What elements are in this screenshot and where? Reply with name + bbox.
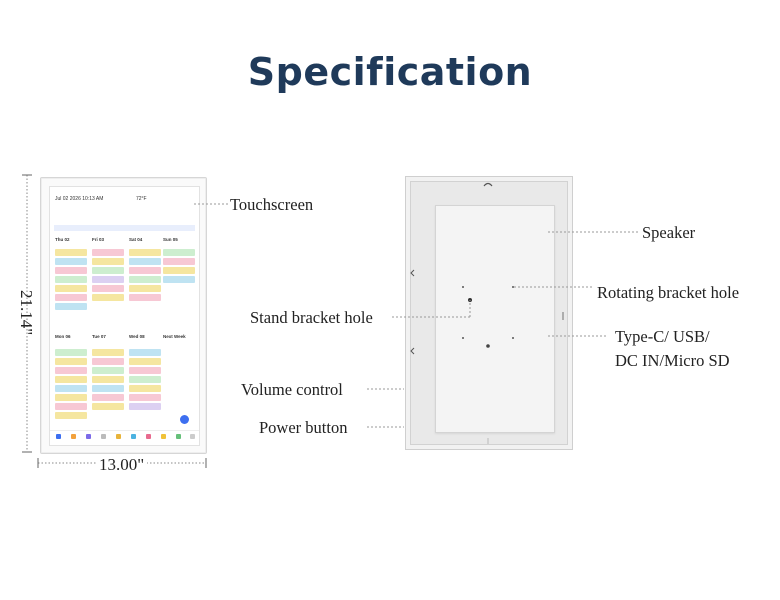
power-button-label: Power button: [259, 418, 348, 437]
nav-sleep-icon: [176, 434, 181, 439]
screen-event: [92, 385, 124, 392]
screen-event: [55, 267, 87, 274]
bracket-hole: [512, 337, 514, 339]
screen-event: [92, 276, 124, 283]
screen-event: [129, 258, 161, 265]
screen-event: [92, 285, 124, 292]
screen-event: [129, 394, 161, 401]
screen-event: [55, 394, 87, 401]
screen-event: [55, 294, 87, 301]
nav-lists-icon: [131, 434, 136, 439]
screen-event: [129, 285, 161, 292]
screen-day-header: Fri 03: [92, 237, 105, 242]
screen-event: [92, 394, 124, 401]
screen-event: [55, 249, 87, 256]
screen-event: [55, 385, 87, 392]
screen-day-header: Sat 04: [129, 237, 143, 242]
touchscreen-display: Jul 02 2026 10:13 AM 72°F Thu 02 Fri 03 …: [49, 186, 200, 446]
back-frame: [410, 181, 568, 445]
screen-event: [163, 267, 195, 274]
screen-event: [55, 358, 87, 365]
screen-day-header: Wed 08: [129, 334, 145, 339]
screen-temperature: 72°F: [136, 196, 147, 202]
tablet-front: Jul 02 2026 10:13 AM 72°F Thu 02 Fri 03 …: [40, 177, 207, 454]
screen-event: [92, 267, 124, 274]
nav-home-icon: [56, 434, 61, 439]
screen-event: [55, 403, 87, 410]
screen-event: [129, 276, 161, 283]
screen-event: [129, 376, 161, 383]
screen-event: [163, 258, 195, 265]
screen-event: [163, 249, 195, 256]
screen-event: [55, 412, 87, 419]
screen-event: [163, 276, 195, 283]
screen-event: [55, 349, 87, 356]
screen-event: [129, 403, 161, 410]
ports-label-line2: DC IN/Micro SD: [615, 351, 730, 370]
screen-event: [92, 403, 124, 410]
back-side-mark: [410, 269, 415, 277]
screen-event: [92, 376, 124, 383]
screen-event: [129, 267, 161, 274]
screen-profile-bar: [54, 225, 195, 231]
width-dimension-label: 13.00": [96, 455, 148, 475]
bracket-hole: [462, 337, 464, 339]
screen-day-header: Thu 02: [55, 237, 70, 242]
screen-event: [55, 276, 87, 283]
screen-event: [92, 349, 124, 356]
tablet-back: [405, 176, 573, 450]
speaker-plate: [435, 205, 555, 433]
back-side-mark: [410, 347, 415, 355]
screen-event: [129, 294, 161, 301]
screen-date-time: Jul 02 2026 10:13 AM: [55, 196, 104, 202]
screen-event: [129, 367, 161, 374]
nav-photos-icon: [146, 434, 151, 439]
screen-nav-bar: [50, 430, 199, 445]
back-top-notch: [483, 182, 493, 187]
screen-event: [55, 303, 87, 310]
bracket-hole: [462, 286, 464, 288]
nav-tasks-icon: [86, 434, 91, 439]
bracket-hole: [512, 286, 514, 288]
screen-event: [55, 285, 87, 292]
screen-day-header: Sun 05: [163, 237, 178, 242]
height-dimension-label: 21.14": [17, 290, 36, 336]
screen-event: [129, 385, 161, 392]
screen-day-header: Next Week: [163, 334, 186, 339]
page-title: Specification: [247, 50, 533, 94]
nav-chores-icon: [101, 434, 106, 439]
screen-event: [92, 367, 124, 374]
nav-calendar-icon: [71, 434, 76, 439]
center-hole: [486, 344, 490, 348]
speaker-label: Speaker: [642, 223, 696, 242]
screen-event: [129, 249, 161, 256]
ports-label-line1: Type-C/ USB/: [615, 327, 710, 346]
screen-event: [92, 294, 124, 301]
screen-event: [55, 376, 87, 383]
nav-meals-icon: [116, 434, 121, 439]
touchscreen-label: Touchscreen: [230, 195, 314, 214]
nav-rewards-icon: [161, 434, 166, 439]
screen-event: [129, 349, 161, 356]
screen-event: [92, 258, 124, 265]
stand-bracket-hole-label: Stand bracket hole: [250, 308, 373, 327]
screen-event: [92, 249, 124, 256]
screen-event: [129, 358, 161, 365]
volume-control-label: Volume control: [241, 380, 343, 399]
screen-day-header: Mon 06: [55, 334, 71, 339]
screen-event: [55, 367, 87, 374]
screen-day-header: Tue 07: [92, 334, 106, 339]
screen-event: [55, 258, 87, 265]
add-event-fab[interactable]: [180, 415, 189, 424]
nav-settings-icon: [190, 434, 195, 439]
screen-event: [92, 358, 124, 365]
rotating-bracket-hole-label: Rotating bracket hole: [597, 283, 740, 302]
